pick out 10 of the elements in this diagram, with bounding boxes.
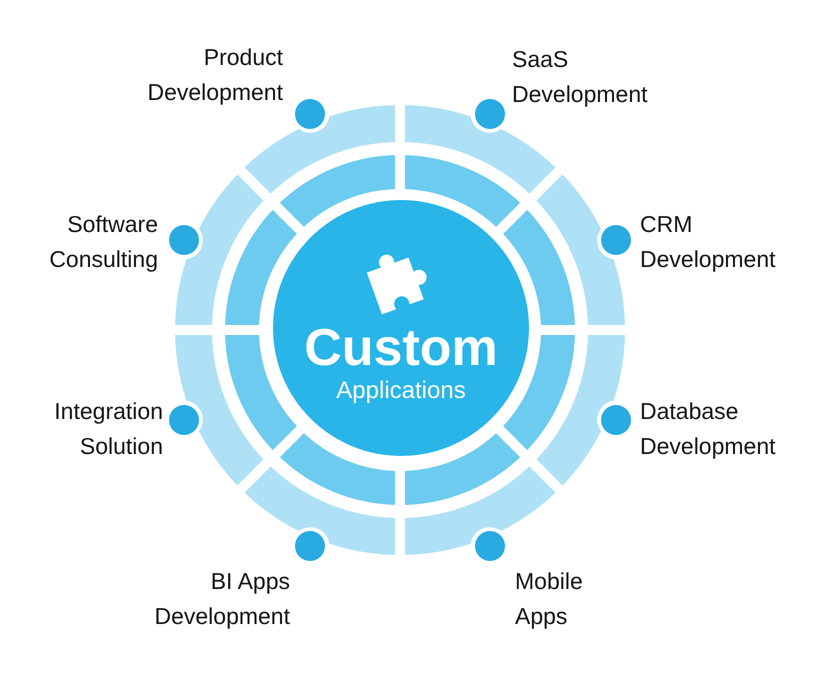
service-label: Database Development: [640, 397, 777, 461]
center-subtitle: Applications: [336, 377, 466, 405]
service-label: Integration Solution: [53, 397, 163, 461]
service-label: CRM Development: [640, 210, 777, 274]
service-label: BI Apps Development: [153, 567, 290, 631]
service-label: Mobile Apps: [515, 567, 584, 631]
service-label: Product Development: [146, 43, 283, 107]
service-label: SaaS Development: [512, 45, 649, 109]
service-label: Software Consulting: [48, 210, 158, 274]
center-title: Custom: [304, 322, 498, 374]
